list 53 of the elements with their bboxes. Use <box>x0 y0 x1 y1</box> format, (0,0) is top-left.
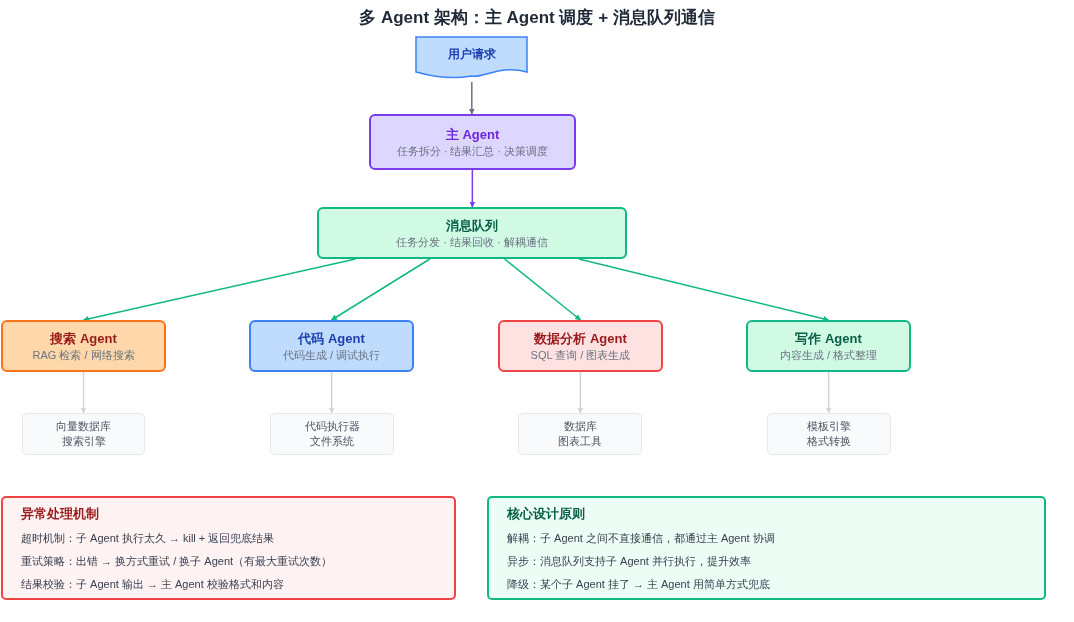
box-title: 搜索 Agent <box>50 329 117 348</box>
box-subtitle: 任务拆分 · 结果汇总 · 决策调度 <box>396 143 549 159</box>
box-subtitle: 内容生成 / 格式整理 <box>779 347 878 363</box>
agent-box <box>746 320 911 372</box>
arrow <box>80 371 87 414</box>
agent-box <box>249 320 414 372</box>
tool-box <box>270 413 394 455</box>
node-title: 用户请求 <box>447 46 496 63</box>
tool-label: 文件系统 <box>310 434 354 449</box>
panel-text: 异步：消息队列支持子 Agent 并行执行，提升效率 <box>507 554 752 569</box>
box-title: 代码 Agent <box>298 329 365 348</box>
arrow <box>468 81 475 115</box>
box-title: 写作 Agent <box>795 329 862 348</box>
box-title: 主 Agent <box>445 125 500 144</box>
arrow <box>469 169 476 208</box>
arrow <box>578 258 830 322</box>
box-subtitle: 任务分发 · 结果回收 · 解耦通信 <box>396 234 548 250</box>
box-subtitle: RAG 检索 / 网络搜索 <box>32 347 135 363</box>
panel-text: 重试策略：出错 → 换方式重试 / 换子 Agent（有最大重试次数） <box>21 554 334 569</box>
tool-label: 搜索引擎 <box>61 434 106 449</box>
tool-label: 向量数据库 <box>56 419 111 434</box>
box-subtitle: 代码生成 / 调试执行 <box>282 347 381 363</box>
agent-box <box>1 320 166 372</box>
info-panel <box>1 496 456 600</box>
agent-box <box>498 320 663 372</box>
arrow <box>503 258 582 321</box>
tool-label: 数据库 <box>563 419 597 434</box>
panel-text: 超时机制：子 Agent 执行太久 → kill + 返回兜底结果 <box>21 531 276 546</box>
panel-text: 解耦：子 Agent 之间不直接通信，都通过主 Agent 协调 <box>507 531 776 546</box>
info-panel <box>487 496 1046 600</box>
panel-text: 结果校验：子 Agent 输出 → 主 Agent 校验格式和内容 <box>21 577 285 592</box>
tool-label: 图表工具 <box>558 434 602 449</box>
panel-heading: 核心设计原则 <box>507 506 586 522</box>
box-subtitle: SQL 查询 / 图表生成 <box>530 347 631 363</box>
tool-box <box>518 413 642 455</box>
box-title: 数据分析 Agent <box>534 329 627 348</box>
panel-text: 降级：某个子 Agent 挂了 → 主 Agent 用简单方式兜底 <box>507 577 771 592</box>
panel-heading: 异常处理机制 <box>21 506 100 522</box>
tool-label: 代码执行器 <box>304 419 360 434</box>
arrow <box>330 258 431 321</box>
queue-box <box>317 207 627 259</box>
document-shape <box>415 36 528 80</box>
arrow <box>577 371 584 414</box>
tool-box <box>22 413 145 455</box>
arrow <box>82 258 357 322</box>
arrow <box>328 371 335 414</box>
diagram-title: 多 Agent 架构：主 Agent 调度 + 消息队列通信 <box>358 7 716 29</box>
agent-box <box>369 114 576 170</box>
tool-label: 模板引擎 <box>807 419 851 434</box>
tool-box <box>767 413 891 455</box>
tool-label: 格式转换 <box>807 434 851 449</box>
arrow <box>825 371 832 414</box>
box-title: 消息队列 <box>446 216 498 235</box>
